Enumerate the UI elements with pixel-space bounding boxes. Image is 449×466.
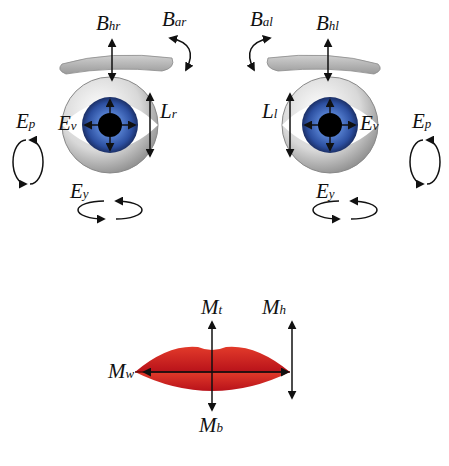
symbol-label: Mb: [199, 414, 223, 439]
left-eye: [282, 77, 378, 173]
symbol-label: Ep: [412, 110, 431, 135]
symbol-label: Ll: [262, 100, 277, 125]
symbol-label: Bhr: [96, 12, 120, 37]
brow-height-arrow: [111, 40, 113, 80]
mouth: [135, 322, 292, 410]
pitch-arrow: [427, 140, 440, 184]
symbol-label: Mt: [201, 296, 222, 321]
yaw-arrow: [78, 201, 104, 219]
symbol-label: Ey: [70, 180, 89, 205]
yaw-arrow: [116, 201, 142, 219]
symbol-label: Mh: [262, 296, 286, 321]
yaw-arrow: [351, 201, 377, 219]
right-brow: [60, 55, 173, 74]
symbol-label: Bar: [162, 8, 186, 33]
yaw-arrow: [313, 201, 339, 219]
symbol-label: Ev: [58, 112, 77, 137]
symbol-label: Ev: [360, 112, 379, 137]
left-brow: [267, 55, 380, 74]
pitch-arrow: [13, 140, 26, 184]
brow-angle-arrow: [250, 38, 270, 70]
pitch-arrow: [410, 140, 423, 184]
symbol-label: Bhl: [316, 12, 339, 37]
brow-height-arrow: [327, 40, 329, 80]
symbol-label: Bal: [250, 8, 273, 33]
symbol-label: Mw: [108, 360, 134, 385]
pitch-arrow: [30, 140, 43, 184]
symbol-label: Ep: [16, 110, 35, 135]
symbol-label: Ey: [316, 180, 335, 205]
symbol-label: Lr: [160, 100, 177, 125]
brow-angle-arrow: [170, 38, 190, 70]
